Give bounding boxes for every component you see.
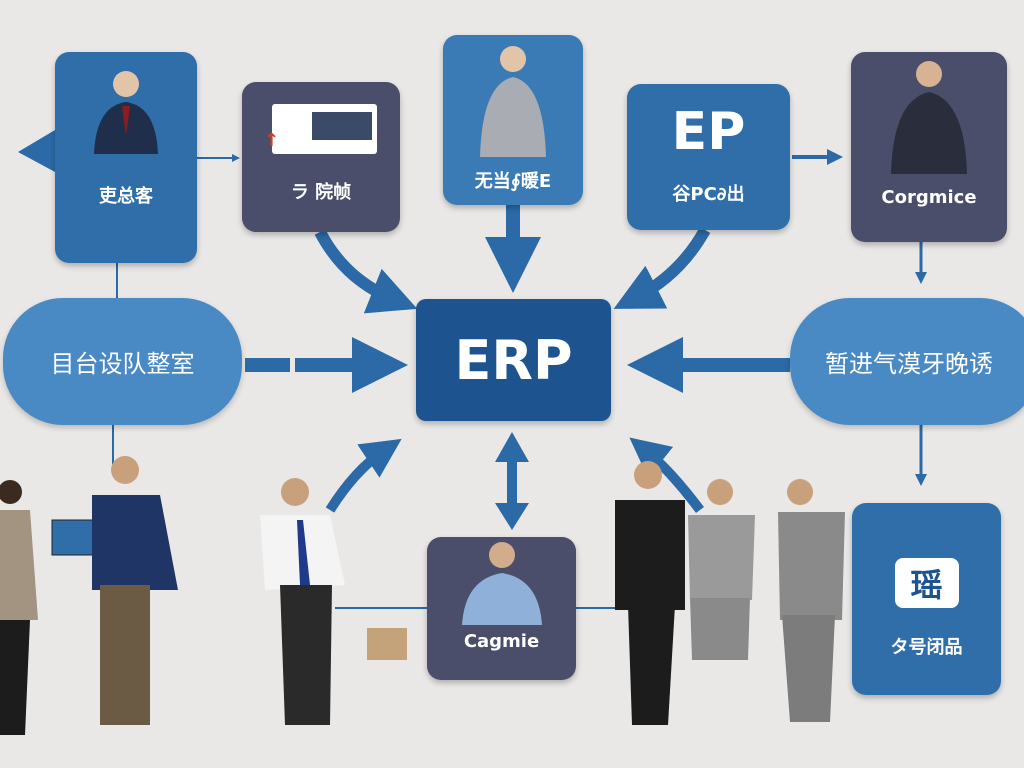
node-pill-left[interactable]: 目台设队整室 xyxy=(3,298,242,425)
screen-card-icon: ↑ xyxy=(264,104,377,154)
arrow-box2-erp xyxy=(314,229,418,314)
erp-center-node[interactable]: ERP xyxy=(416,299,611,421)
node-box-bottom-center[interactable]: Cagmie xyxy=(427,537,576,680)
person-icon xyxy=(480,46,546,157)
node-label: 谷PC∂出 xyxy=(672,184,745,205)
arrow-box4-erp xyxy=(613,227,711,309)
node-box-5[interactable]: Corgmice xyxy=(851,52,1007,242)
arrow-people-erp xyxy=(629,437,704,514)
node-label: Corgmice xyxy=(881,187,977,208)
chat-icon: 瑶 xyxy=(894,558,959,608)
erp-label: ERP xyxy=(454,328,573,392)
node-box-4[interactable]: EP 谷PC∂出 xyxy=(627,84,790,230)
node-label: タ号闭品 xyxy=(890,637,963,658)
node-box-bottom-right[interactable]: 瑶 タ号闭品 xyxy=(852,503,1001,695)
node-box-3[interactable]: 无当∮暖E xyxy=(443,35,583,205)
arrow-person-erp xyxy=(325,438,402,513)
node-pill-right[interactable]: 暂进气漠牙晚诱 xyxy=(790,298,1024,425)
arrow-left-edge xyxy=(18,130,55,172)
node-label: 暂进气漠牙晚诱 xyxy=(825,350,993,378)
node-label: 吏总客 xyxy=(99,186,153,207)
person-icon xyxy=(94,71,158,154)
node-box-1[interactable]: 吏总客 xyxy=(55,52,197,263)
person-icon xyxy=(891,61,967,174)
person-icon xyxy=(461,542,542,625)
node-label: 目台设队整室 xyxy=(50,350,195,378)
node-label: Cagmie xyxy=(463,631,540,652)
node-box-2[interactable]: ↑ ラ 院帧 xyxy=(242,82,400,232)
node-label: 无当∮暖E xyxy=(474,171,552,192)
node-label: ラ 院帧 xyxy=(290,182,352,203)
node-title: EP xyxy=(671,102,746,162)
